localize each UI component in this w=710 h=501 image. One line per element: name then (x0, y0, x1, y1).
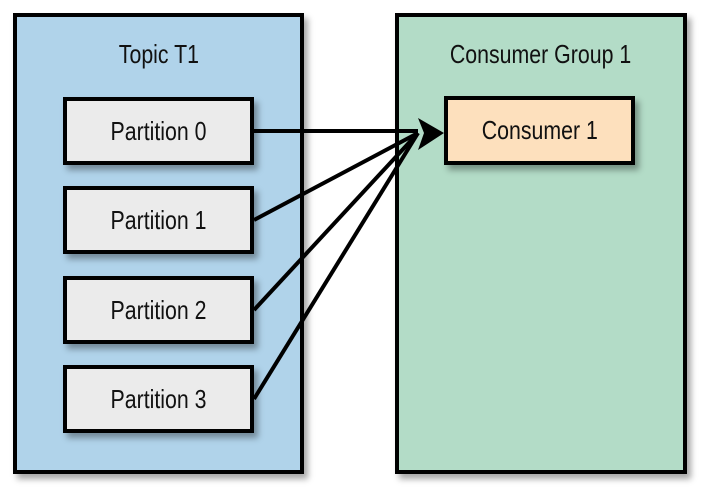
consumer-group-box: Consumer Group 1 (395, 13, 687, 474)
partition-2: Partition 2 (63, 276, 254, 344)
edge-partition-2-to-consumer-1 (252, 131, 420, 312)
edge-partition-3-to-consumer-1 (252, 131, 420, 401)
topic-title: Topic T1 (118, 39, 199, 69)
partition-3: Partition 3 (63, 365, 254, 433)
edge-partition-1-to-consumer-1 (253, 131, 419, 222)
partition-0: Partition 0 (63, 97, 254, 165)
consumer-group-title: Consumer Group 1 (450, 39, 632, 69)
arrowhead-icon (418, 118, 444, 150)
consumer-1: Consumer 1 (444, 96, 635, 165)
partition-1: Partition 1 (63, 186, 254, 254)
